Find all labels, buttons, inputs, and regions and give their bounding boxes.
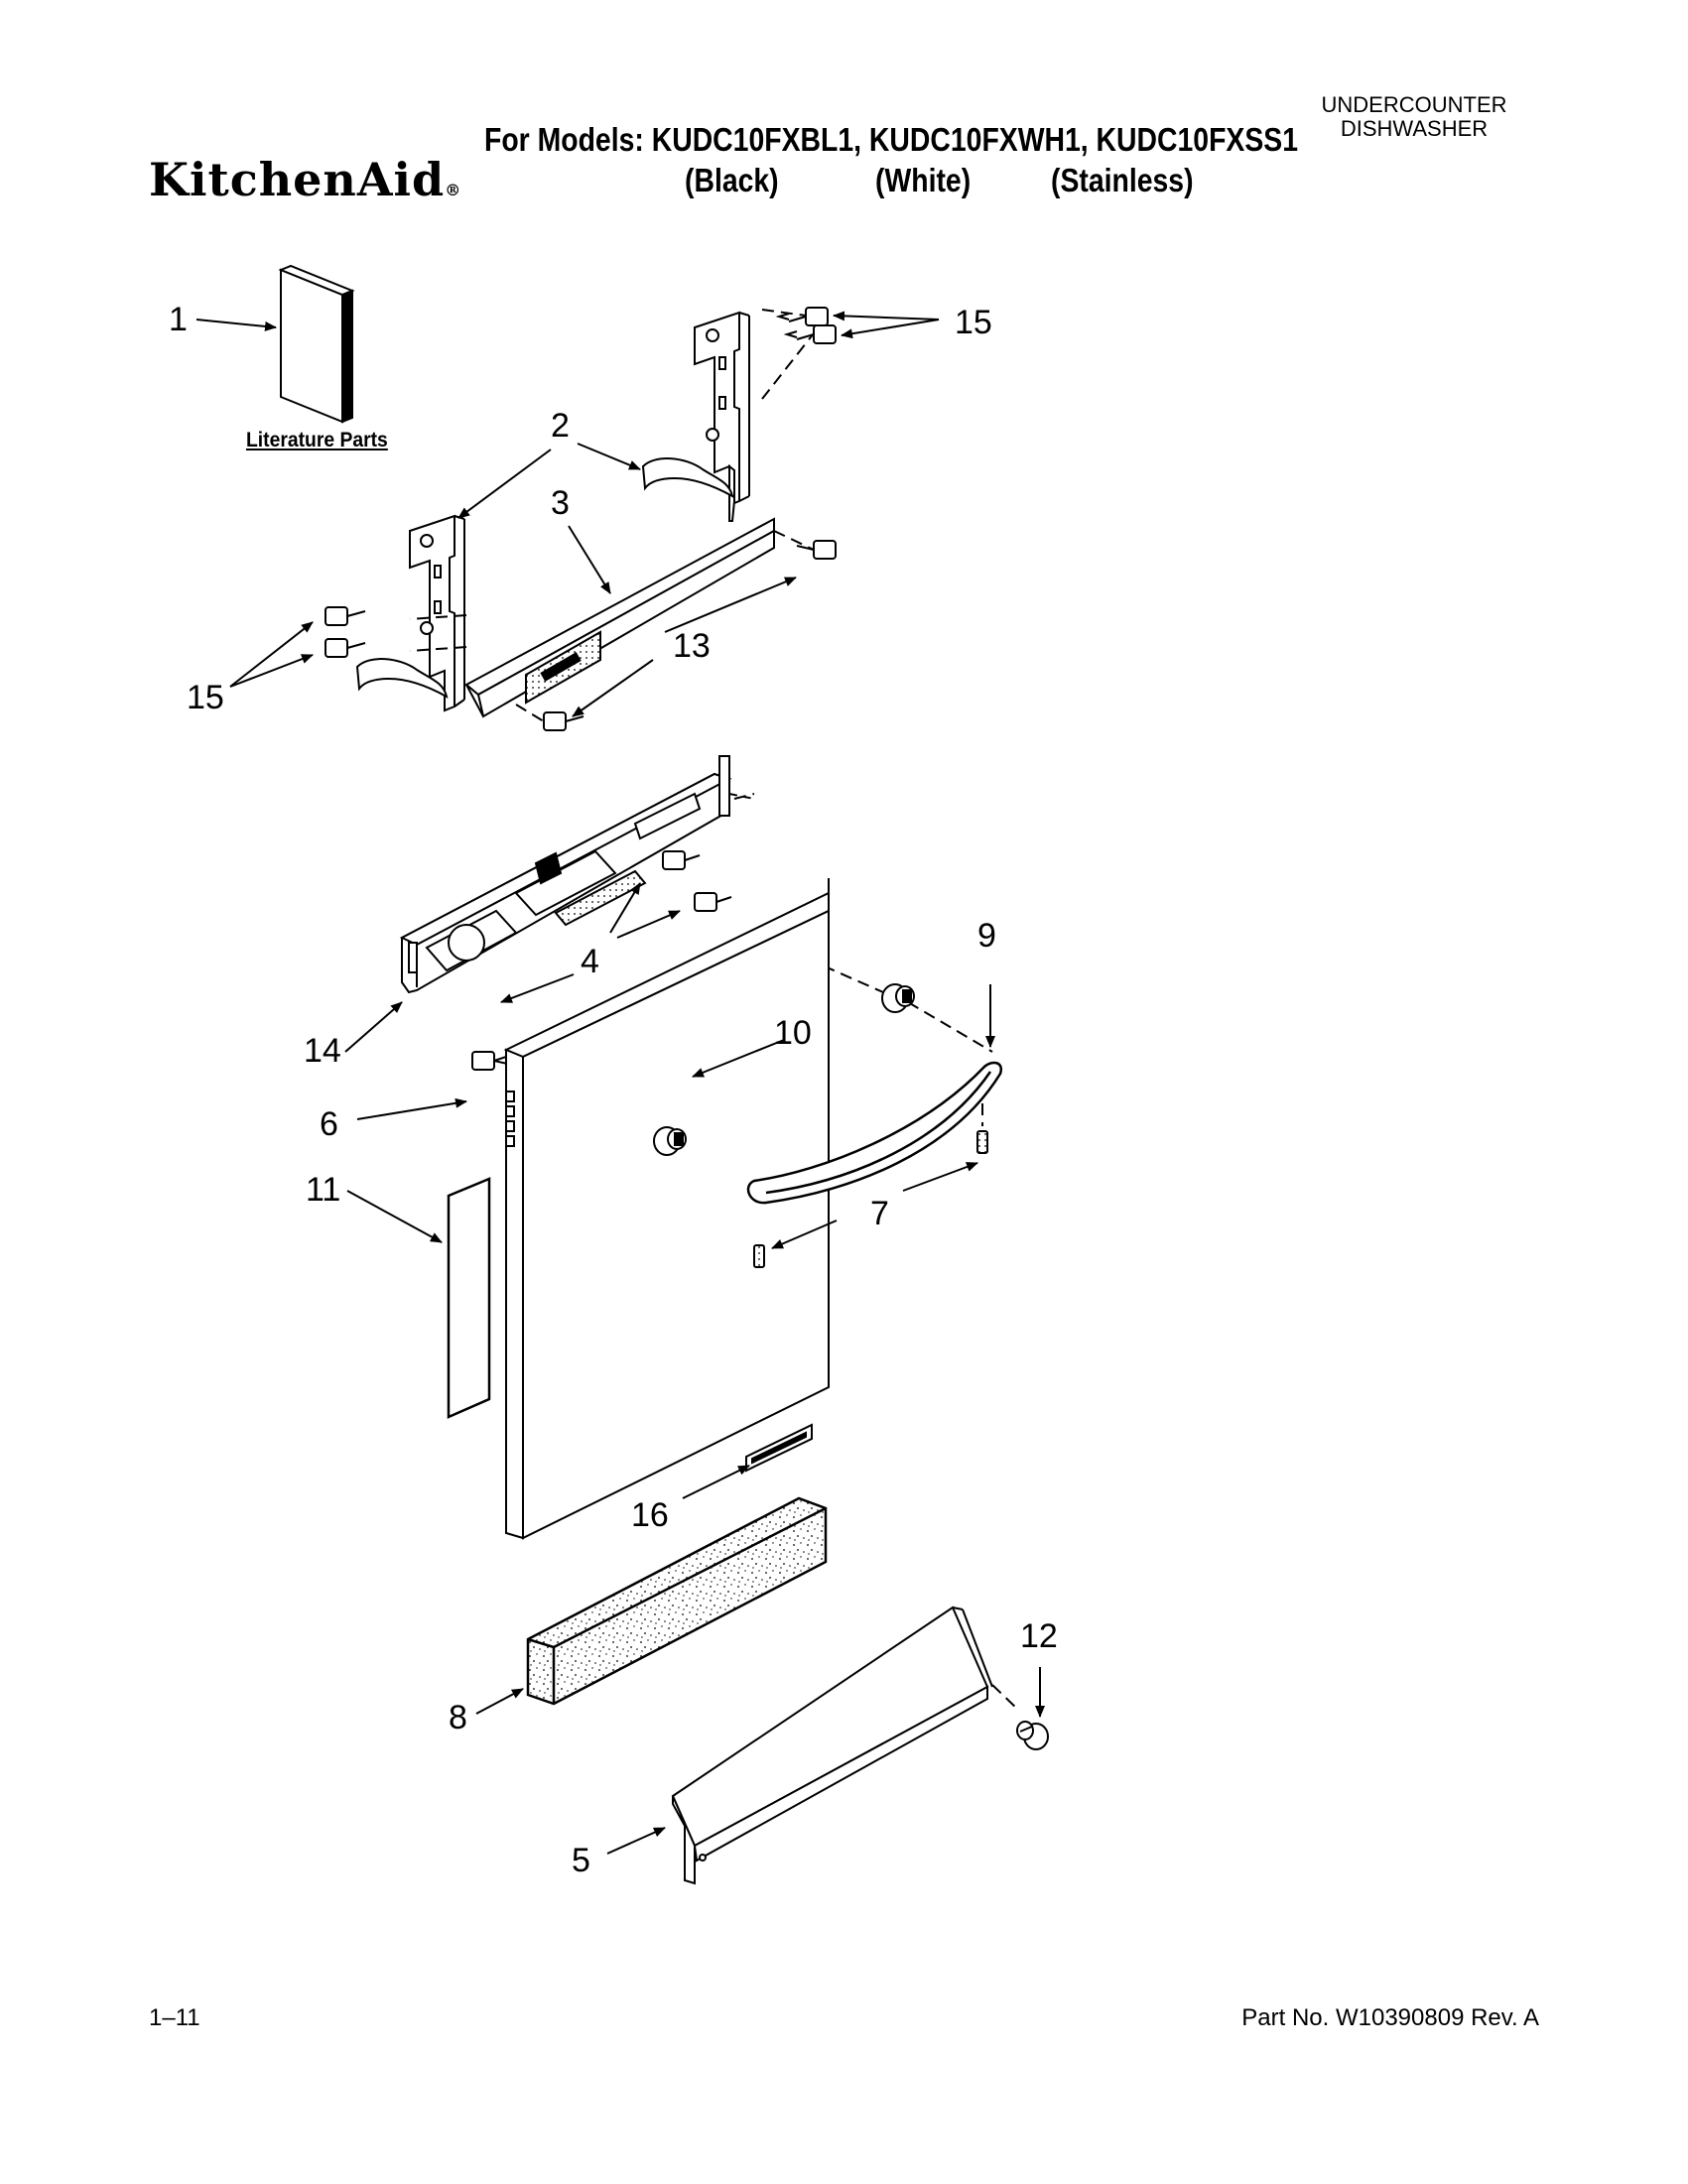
control-housing xyxy=(399,755,755,994)
set-screws xyxy=(753,1130,988,1268)
insulation-block xyxy=(526,1496,828,1706)
product-type-line2: DISHWASHER xyxy=(1340,116,1489,141)
screw-13-right xyxy=(796,540,837,560)
brand-badge xyxy=(745,1423,813,1473)
callout-6: 6 xyxy=(320,1105,338,1143)
callout-14: 14 xyxy=(304,1032,341,1070)
callout-11: 11 xyxy=(306,1171,340,1209)
callout-8: 8 xyxy=(449,1699,467,1736)
door-handle xyxy=(746,1061,1003,1205)
brand-logo: KitchenAid® xyxy=(149,157,461,202)
variant-white: (White) xyxy=(875,162,972,198)
door-panel xyxy=(503,878,830,1540)
mounting-bracket-right xyxy=(641,311,750,522)
screw-4-c xyxy=(471,1051,510,1071)
callout-2: 2 xyxy=(551,407,570,445)
door-vent-slots xyxy=(505,1091,515,1147)
screw-15-lower-a xyxy=(325,606,366,626)
screw-4-a xyxy=(662,850,701,870)
callout-5: 5 xyxy=(572,1842,590,1879)
control-panel-strip xyxy=(464,517,775,718)
callout-12: 12 xyxy=(1020,1617,1058,1655)
page-number: 1–11 xyxy=(149,2004,200,2031)
screw-15-upper-b xyxy=(783,324,837,344)
screw-13-left xyxy=(543,711,584,731)
callout-16: 16 xyxy=(631,1496,669,1534)
product-type: UNDERCOUNTER DISHWASHER xyxy=(1295,93,1533,141)
callout-7: 7 xyxy=(870,1195,889,1232)
callout-15-upper: 15 xyxy=(955,304,992,341)
variant-black: (Black) xyxy=(685,162,779,198)
part-number: Part No. W10390809 Rev. A xyxy=(1241,2004,1539,2031)
brand-registered-mark: ® xyxy=(445,181,462,199)
callouts: 1 2 3 4 5 6 7 8 9 10 11 12 13 14 15 15 1… xyxy=(169,301,1058,1879)
product-type-line1: UNDERCOUNTER xyxy=(1321,92,1507,117)
screw-15-lower-b xyxy=(325,638,366,658)
screw-15-upper-a xyxy=(775,307,829,326)
insulation-pad xyxy=(447,1177,491,1419)
toe-panel-screw xyxy=(1016,1721,1049,1750)
callout-10: 10 xyxy=(774,1014,812,1052)
callout-4: 4 xyxy=(581,943,599,980)
callout-9: 9 xyxy=(977,917,996,955)
toe-panel xyxy=(671,1606,993,1885)
callout-3: 3 xyxy=(551,484,570,522)
handle-mount-upper xyxy=(881,983,915,1013)
leader-arrows xyxy=(195,311,1045,1855)
handle-mount-lower xyxy=(653,1126,687,1156)
callout-1: 1 xyxy=(169,301,188,338)
literature-booklet xyxy=(278,264,355,424)
mounting-bracket-left xyxy=(355,514,465,712)
callout-15-lower: 15 xyxy=(187,679,224,716)
variant-stainless: (Stainless) xyxy=(1051,162,1194,198)
callout-13: 13 xyxy=(673,627,711,665)
brand-name: KitchenAid xyxy=(149,153,446,206)
screw-4-b xyxy=(694,892,732,912)
literature-parts-label: Literature Parts xyxy=(246,429,388,451)
models-line: For Models: KUDC10FXBL1, KUDC10FXWH1, KU… xyxy=(484,121,1299,158)
